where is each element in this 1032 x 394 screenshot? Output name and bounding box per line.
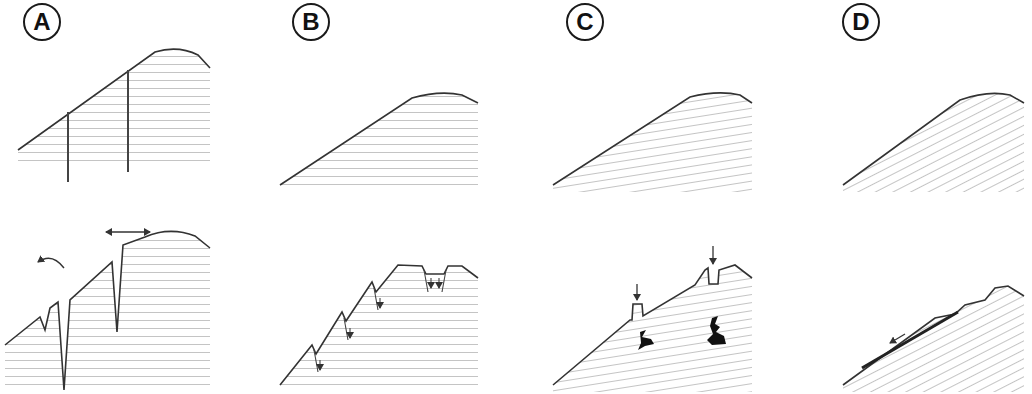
dissolution-cavity (707, 316, 726, 345)
bedding (843, 286, 1024, 392)
rotation-arrow (38, 258, 64, 268)
bedding (280, 265, 478, 390)
slope-surface (843, 93, 1024, 185)
panel-d (843, 93, 1024, 392)
subsidence-arrow (712, 246, 713, 264)
panel-letter: B (302, 10, 319, 34)
faulted-slope (280, 265, 478, 385)
dissolution-cavity (638, 330, 654, 350)
panel-letter-circle: C (566, 3, 604, 41)
opening-arrow (106, 231, 150, 232)
panel-letter: A (33, 10, 50, 34)
subsiding-slope (553, 265, 752, 385)
bedding (5, 231, 210, 390)
slope-surface (18, 49, 210, 150)
panel-b (280, 93, 478, 390)
panel-letter-circle: D (842, 3, 880, 41)
bedding (843, 93, 1024, 192)
panel-c (553, 93, 752, 392)
slide-arrow (890, 334, 905, 343)
panel-letter-circle: B (292, 3, 330, 41)
toppled-slope (5, 231, 210, 390)
panel-letter-circle: A (23, 3, 61, 41)
slip-plane (862, 312, 958, 368)
subsidence-arrow (636, 284, 637, 300)
bedding (18, 49, 210, 162)
fracture (67, 112, 69, 182)
bedding (553, 265, 752, 392)
slope-surface (280, 93, 478, 185)
panel-a (5, 49, 210, 390)
sliding-slope (843, 286, 1024, 385)
panel-letter: C (576, 10, 593, 34)
bedding (280, 93, 478, 190)
slope-surface (553, 93, 752, 185)
bedding (553, 93, 752, 192)
panel-letter: D (852, 10, 869, 34)
fault-marks (314, 270, 446, 372)
fracture (127, 70, 129, 172)
